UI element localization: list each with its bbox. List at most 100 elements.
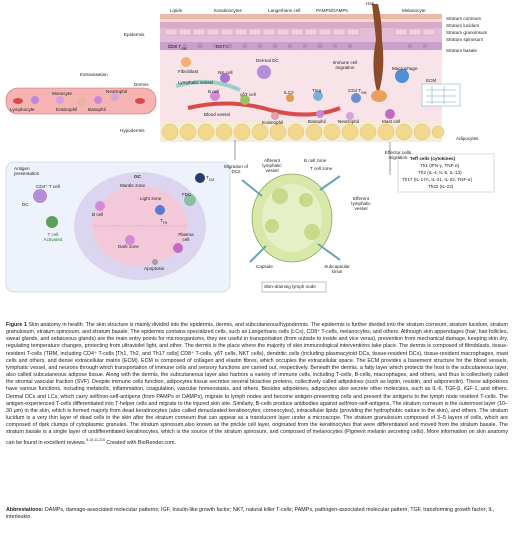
caption-tail: Created with BioRender.com. bbox=[104, 439, 176, 446]
abbreviations-label: Abbreviations: bbox=[6, 507, 44, 513]
label-basophil-blood: Basophil bbox=[88, 107, 106, 112]
label-b-cell-zone: B cell zone bbox=[304, 158, 327, 163]
cd4-trm-shape bbox=[351, 93, 361, 103]
label-antigen-presentation: Antigen presentation bbox=[14, 166, 40, 176]
dermis-cells bbox=[181, 57, 409, 120]
gc-cells bbox=[33, 173, 205, 265]
lymph-node-follicle-1 bbox=[272, 188, 288, 204]
label-dc: DC bbox=[22, 202, 29, 207]
label-subcapsular-sinus: Subcapsular sinus bbox=[324, 264, 350, 274]
label-afferent-lymphatic-vessel: Afferent lymphatic vessel bbox=[262, 158, 282, 173]
label-cd4-t-cell: CD4⁺ T cell bbox=[36, 184, 60, 189]
label-cd4-trm: CD4 TRM bbox=[348, 88, 367, 95]
label-gc: GC bbox=[134, 174, 141, 179]
label-treg: Treg bbox=[312, 88, 322, 93]
label-neutrophil-blood: Neutrophil bbox=[106, 89, 127, 94]
ecm-fibers bbox=[426, 86, 456, 104]
eosinophil-shape bbox=[271, 112, 279, 120]
lymph-node-follicle-2 bbox=[299, 193, 313, 207]
basophil-shape bbox=[316, 110, 324, 118]
label-ecm: ECM bbox=[426, 78, 437, 83]
adipocyte-row bbox=[161, 123, 445, 141]
teff-row-th17: Th17 (IL-17A, IL-21, IL-22, TNF-α) bbox=[402, 177, 472, 182]
label-hypodermis: Hypodermis bbox=[120, 128, 145, 133]
dermis-lymphatic-vessel bbox=[175, 79, 241, 92]
label-mantle-zone: Mantle zone bbox=[120, 183, 146, 188]
label-monocyte: Monocyte bbox=[52, 91, 72, 96]
teff-row-th1: Th1 (IFN-γ, TNF-α) bbox=[420, 163, 460, 168]
label-stratum-lucidum: Stratum lucidum bbox=[446, 23, 480, 28]
label-blood-vessel: Blood vessel bbox=[204, 112, 231, 117]
fibroblast-shape bbox=[181, 57, 191, 67]
label-adipocytes: Adipocytes bbox=[456, 136, 479, 141]
label-ilc2: ILC2 bbox=[284, 90, 294, 95]
figure-caption: Figure 1 Skin anatomy in health. The ski… bbox=[6, 322, 508, 446]
label-dark-zone: Dark zone bbox=[118, 244, 139, 249]
label-nk-cell: NK cell bbox=[218, 70, 233, 75]
label-stratum-granulosum: Stratum granulosum bbox=[446, 30, 488, 35]
dermal-dc-shape bbox=[257, 65, 271, 79]
label-cd8-trm: CD8 TRM bbox=[168, 44, 187, 51]
label-gdt-cell: γδT cell bbox=[240, 92, 256, 97]
label-neutrophil-dermis: Neutrophil bbox=[338, 119, 359, 124]
label-light-zone: Light zone bbox=[140, 196, 162, 201]
neutrophil-shape bbox=[346, 112, 354, 120]
gdt-cell-shape bbox=[240, 95, 250, 105]
label-epidermis: Epidermis bbox=[124, 32, 145, 37]
label-langerhans-cell: Langerhans cell bbox=[268, 8, 301, 13]
label-melanocyte: Melanocyte bbox=[402, 8, 426, 13]
caption-refs: 5,10,11,210 bbox=[86, 437, 105, 442]
teff-title: Teff cells (cytokines) bbox=[410, 156, 456, 161]
label-hair: Hair bbox=[366, 1, 375, 6]
keratinocyte-row bbox=[164, 28, 436, 36]
label-gc-b-cell: B cell bbox=[92, 212, 104, 217]
nk-cell-shape bbox=[220, 73, 230, 83]
abbreviations-text: DAMPs, damage-associated molecular patte… bbox=[6, 507, 495, 521]
label-macrophage: Macrophage bbox=[392, 66, 418, 71]
hair-shaft bbox=[372, 4, 384, 95]
stratum-lucidum-band bbox=[160, 19, 442, 22]
caption-label: Figure 1 bbox=[6, 322, 27, 328]
figure-panel: Lipids Keratinocytes Langerhans cell PAM… bbox=[5, 1, 495, 293]
skin-anatomy-diagram bbox=[5, 4, 495, 293]
lymph-node-follicle-4 bbox=[304, 224, 320, 240]
label-tfh: TFH bbox=[160, 218, 168, 225]
label-immune-cell-migration: Immune cell migration bbox=[332, 60, 358, 70]
label-lymphocyte: Lymphocyte bbox=[10, 107, 35, 112]
label-apoptosis: Apoptosis bbox=[144, 266, 165, 271]
lymph-node-follicle-3 bbox=[265, 219, 279, 233]
label-dermal-dc: Dermal DC bbox=[256, 58, 279, 63]
label-migration-of-dcs: Migration of DCs bbox=[223, 164, 248, 174]
label-dermis: Dermis bbox=[134, 82, 149, 87]
teff-row-th22: Th22 (IL-22) bbox=[428, 184, 454, 189]
label-eosinophil-dermis: Eosinophil bbox=[262, 120, 284, 125]
dermis-layer bbox=[160, 50, 442, 122]
stratum-corneum-band bbox=[160, 14, 442, 19]
label-b-cell: B cell bbox=[208, 89, 220, 94]
lymph-node-vessels bbox=[241, 175, 341, 263]
label-lymph-node-title: Skin-draining lymph node bbox=[264, 284, 316, 289]
label-plasma-cell: Plasma cell bbox=[178, 232, 194, 242]
lymph-node-title-box bbox=[261, 281, 327, 293]
teff-row-th2: Th2 (IL-4, IL-5, IL-13) bbox=[418, 170, 462, 175]
label-fibroblast: Fibroblast bbox=[178, 69, 199, 74]
label-tcm: TCM bbox=[206, 175, 215, 182]
b-cell-shape bbox=[210, 91, 220, 101]
label-lymphatic-vessel: Lymphatic vessel bbox=[178, 80, 214, 85]
blood-cells bbox=[13, 93, 145, 106]
macrophage-shape bbox=[395, 69, 409, 83]
label-stratum-basale: Stratum basale bbox=[446, 48, 477, 53]
teff-box bbox=[397, 153, 495, 193]
ilc2-shape bbox=[286, 94, 294, 102]
abbreviations-block: Abbreviations: DAMPs, damage-associated … bbox=[6, 507, 508, 521]
stratum-granulosum-band bbox=[160, 22, 442, 28]
label-extravasation: Extravasation bbox=[80, 72, 108, 77]
label-detc: DETC bbox=[216, 44, 229, 49]
label-capsule: Capsule bbox=[256, 264, 273, 269]
label-keratinocytes: Keratinocytes bbox=[214, 8, 242, 13]
mast-cell-shape bbox=[385, 109, 395, 119]
treg-shape bbox=[313, 91, 323, 101]
hair-bulb bbox=[371, 90, 387, 102]
stratum-basale-band bbox=[160, 42, 442, 50]
label-stratum-corneum: Stratum corneum bbox=[446, 16, 482, 21]
